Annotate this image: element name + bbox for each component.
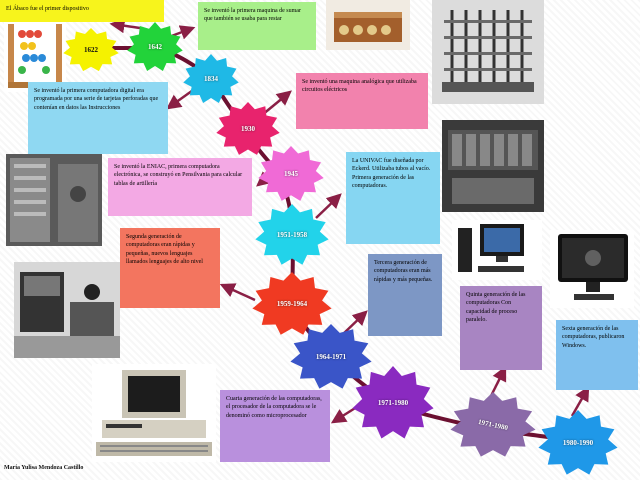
milestone-1945-label: 1945 <box>284 170 298 178</box>
pascaline-photo <box>326 0 410 50</box>
author-credit: María Yulisa Mendoza Castillo <box>4 465 84 471</box>
milestone-1951-1958: 1951-1958 <box>255 204 329 266</box>
desc-1951: La UNIVAC fue diseñada por Eckerd. Utili… <box>346 152 440 244</box>
desc-1971: Quinta generación de las computadoras Co… <box>460 286 542 370</box>
desc-1971-cuarta: Cuarta generación de las computadoras, e… <box>220 390 330 462</box>
desc-1834: Se inventó la primera computadora digita… <box>28 82 168 154</box>
milestone-1642-shape <box>127 22 183 71</box>
eniac-photo <box>6 154 102 246</box>
desc-1964: Tercera generación de computadoras eran … <box>368 254 442 336</box>
milestone-1971-1980-b: 1971-1980 <box>450 392 536 458</box>
milestone-1980-1990: 1980-1990 <box>538 410 618 476</box>
milestone-1945: 1945 <box>258 146 324 202</box>
milestone-1622: 1622 <box>63 28 119 72</box>
milestone-1971b-shape <box>450 392 536 457</box>
milestone-1622-label: 1622 <box>84 46 98 54</box>
milestone-1834: 1834 <box>183 54 239 104</box>
desc-1945: Se inventó la ENIAC, primera computadora… <box>108 158 252 216</box>
milestone-1959-shape <box>252 272 332 335</box>
milestone-1980-1990-label: 1980-1990 <box>562 439 594 447</box>
arrow-1951 <box>315 193 342 219</box>
difference-engine-photo <box>432 0 544 104</box>
milestone-1930-shape <box>216 102 280 155</box>
desktop-pc-photo <box>452 220 542 280</box>
milestone-1959-1964-label: 1959-1964 <box>276 300 308 308</box>
milestone-1930-label: 1930 <box>241 125 255 133</box>
milestone-1964-1971-label: 1964-1971 <box>315 353 347 361</box>
milestone-1971-1980-a-label: 1971-1980 <box>377 399 409 407</box>
arrow-1930 <box>261 90 292 116</box>
milestone-1622-shape <box>63 28 119 72</box>
arrow-1980 <box>570 385 590 417</box>
arrow-1964 <box>341 310 368 336</box>
arrow-1642 <box>109 18 141 34</box>
analog-machine-photo <box>442 120 544 212</box>
milestone-1642: 1642 <box>127 22 183 72</box>
second-gen-computer-photo <box>14 262 120 358</box>
milestone-1971a-shape <box>352 366 434 439</box>
milestone-1964-shape <box>290 324 372 389</box>
desc-abacus: El Ábaco fue el primer dispositivo <box>0 0 164 22</box>
milestone-1951-1958-label: 1951-1958 <box>276 231 308 239</box>
milestone-1945-shape <box>258 146 324 201</box>
desc-1980: Sexta generación de las computadoras, pu… <box>556 320 638 390</box>
desc-1930: Se inventó una maquina analógica que uti… <box>296 73 428 129</box>
arrow-1959 <box>219 283 256 302</box>
milestone-1971-1980-a: 1971-1980 <box>352 366 434 440</box>
milestone-1951-shape <box>255 204 329 265</box>
desc-1959: Segunda generación de computadoras eran … <box>120 228 220 308</box>
milestone-1964-1971: 1964-1971 <box>290 324 372 390</box>
all-in-one-pc-photo <box>550 230 634 308</box>
milestone-1834-shape <box>183 54 239 103</box>
milestone-1834-label: 1834 <box>204 75 218 83</box>
milestone-1959-1964: 1959-1964 <box>252 272 332 336</box>
milestone-1642-label: 1642 <box>148 43 162 51</box>
milestone-1930: 1930 <box>216 102 280 156</box>
desc-1642: Se inventó la primera maquina de sumar q… <box>198 2 316 50</box>
milestone-1980-shape <box>538 410 618 475</box>
vintage-pc-photo <box>92 364 216 462</box>
